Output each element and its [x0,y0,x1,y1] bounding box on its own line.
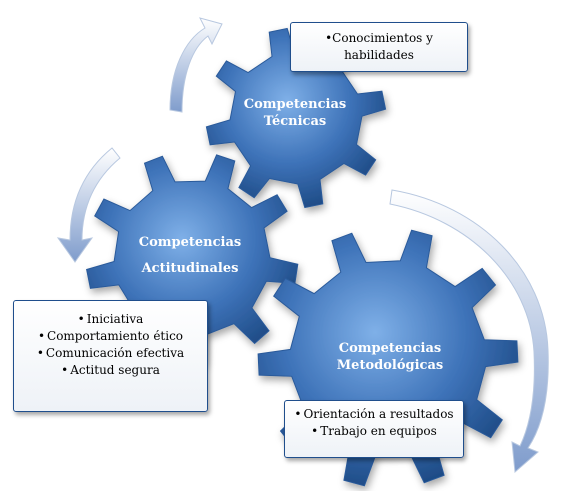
arrow-left [56,147,121,263]
gear-metodologicas-label-1: Competencias [339,341,441,356]
callout-tecnicas: •Conocimientos y habilidades [290,22,468,72]
callout-item: Trabajo en equipos [285,423,463,440]
callout-item: habilidades [344,48,414,62]
callout-actitudinales: Iniciativa Comportamiento ético Comunica… [13,300,208,412]
cycle-arrows [56,17,549,474]
callout-item: Iniciativa [14,311,207,328]
gear-actitudinales-label-1: Competencias [139,235,241,250]
arrow-right [389,189,549,474]
gear-tecnicas-label-1: Competencias [244,97,346,112]
callout-item: Actitud segura [14,362,207,379]
arrow-top-left [169,17,223,113]
gear-tecnicas-label-2: Técnicas [264,114,326,129]
gear-actitudinales-label-2: Actitudinales [141,261,239,276]
callout-item: Comunicación efectiva [14,345,207,362]
gear-metodologicas-label-2: Metodológicas [337,358,443,373]
callout-item: •Conocimientos y [325,31,433,45]
callout-metodologicas: Orientación a resultados Trabajo en equi… [284,400,464,458]
callout-item: Orientación a resultados [285,406,463,423]
callout-item: Comportamiento ético [14,328,207,345]
